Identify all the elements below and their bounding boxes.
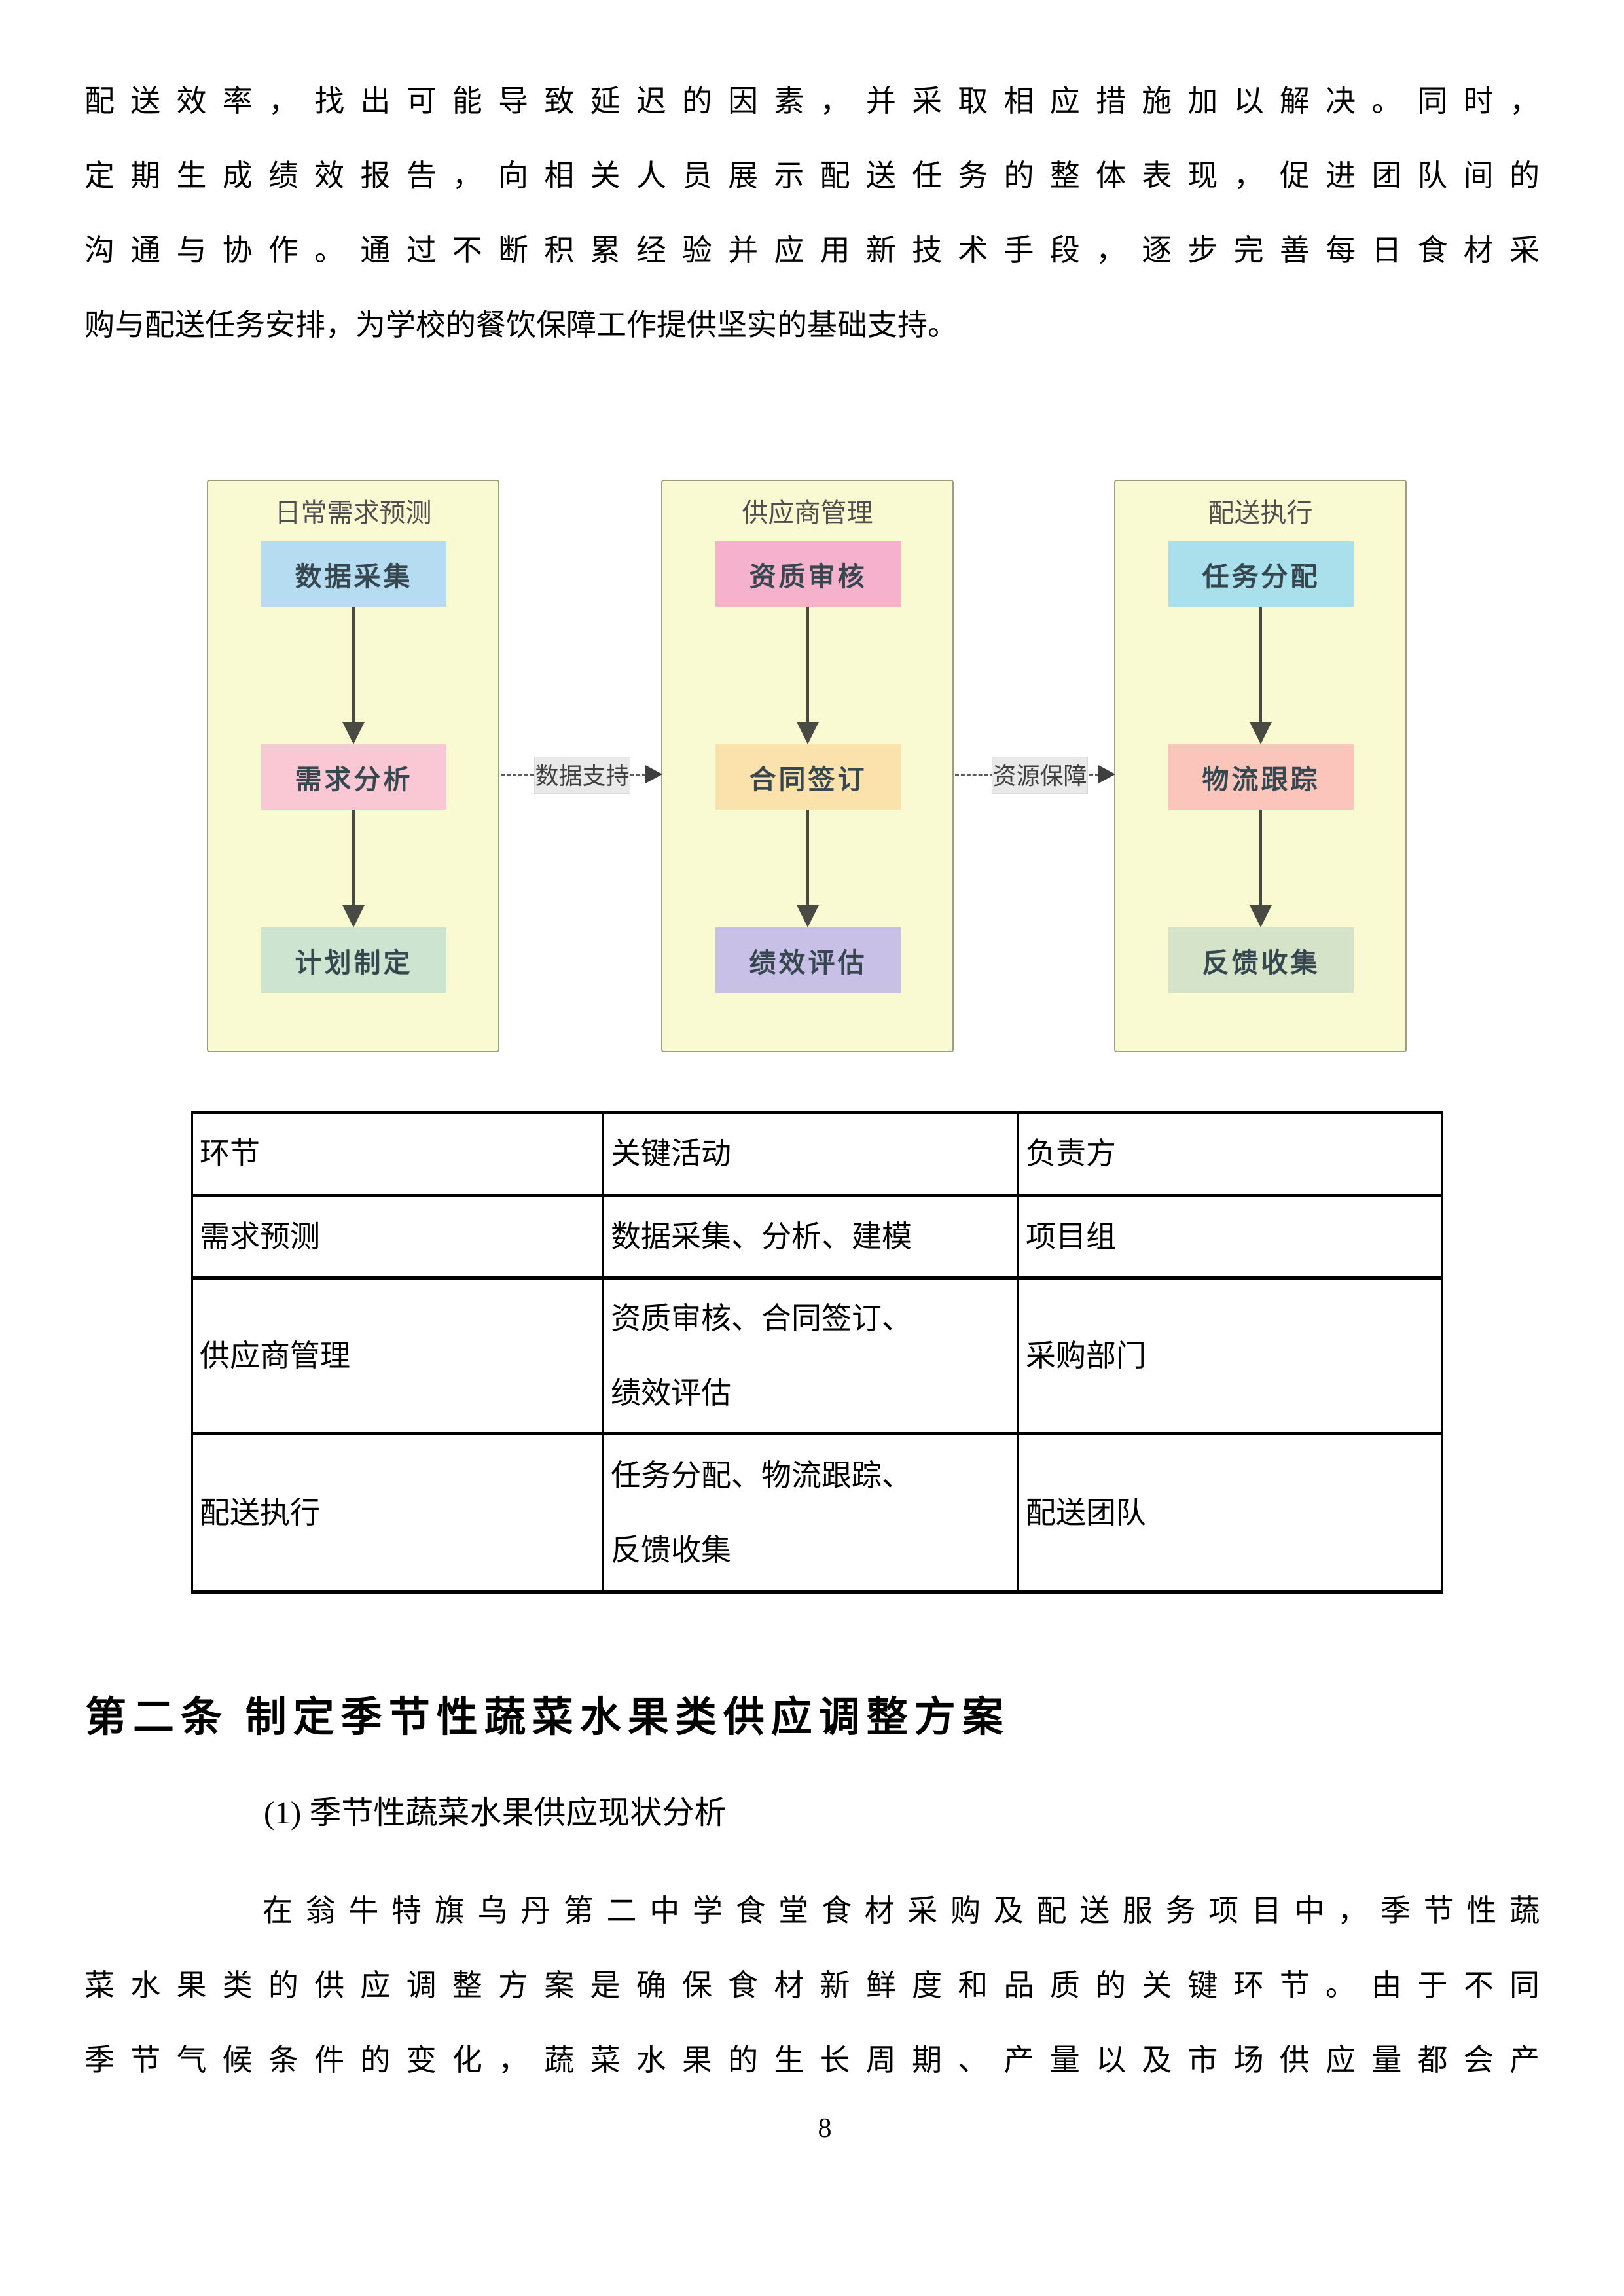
panel-title: 配送执行 bbox=[1208, 499, 1313, 528]
panel-title: 日常需求预测 bbox=[274, 499, 432, 528]
flow-box-feedback-collection: 反馈收集 bbox=[1168, 927, 1354, 993]
cell-stage: 供应商管理 bbox=[191, 1276, 604, 1435]
table-row: 配送执行 任务分配、物流跟踪、 反馈收集 配送团队 bbox=[191, 1432, 1443, 1594]
paragraph-line: 配送效率，找出可能导致延迟的因素，并采取相应措施加以解决。同时， bbox=[84, 84, 1540, 118]
down-arrow-line bbox=[806, 607, 809, 722]
cell-line: 反馈收集 bbox=[611, 1533, 731, 1567]
cell-activities: 任务分配、物流跟踪、 反馈收集 bbox=[602, 1432, 1019, 1594]
paragraph-line: 在翁牛特旗乌丹第二中学食堂食材采购及配送服务项目中，季节性蔬 bbox=[262, 1894, 1540, 1928]
panel-delivery-execution: 配送执行 任务分配 物流跟踪 反馈收集 bbox=[1114, 480, 1407, 1052]
column-header-stage: 环节 bbox=[191, 1111, 604, 1197]
paragraph-line: 沟通与协作。通过不断积累经验并应用新技术手段，逐步完善每日食材采 bbox=[84, 234, 1540, 267]
cell-stage: 配送执行 bbox=[191, 1432, 604, 1594]
paragraph-line: 季节气候条件的变化，蔬菜水果的生长周期、产量以及市场供应量都会产 bbox=[84, 2043, 1540, 2077]
cell-stage: 需求预测 bbox=[191, 1194, 604, 1280]
flow-box-demand-analysis: 需求分析 bbox=[261, 744, 446, 810]
cell-line: 资质审核、合同签订、 bbox=[611, 1301, 912, 1335]
down-arrow-line bbox=[1259, 810, 1262, 905]
flow-box-task-assignment: 任务分配 bbox=[1168, 541, 1354, 607]
cell-line: 绩效评估 bbox=[611, 1376, 731, 1410]
page-number: 8 bbox=[818, 2113, 832, 2144]
paragraph-line: 购与配送任务安排，为学校的餐饮保障工作提供坚实的基础支持。 bbox=[84, 308, 958, 342]
flow-box-qualification-review: 资质审核 bbox=[715, 541, 901, 607]
table-row: 需求预测 数据采集、分析、建模 项目组 bbox=[191, 1194, 1443, 1280]
cell-owner: 配送团队 bbox=[1017, 1432, 1443, 1594]
down-arrow-line bbox=[352, 607, 355, 722]
down-arrow-line bbox=[352, 810, 355, 905]
flow-box-logistics-tracking: 物流跟踪 bbox=[1168, 744, 1354, 810]
right-arrow-head-icon bbox=[1098, 765, 1115, 783]
flow-box-contract-signing: 合同签订 bbox=[715, 744, 901, 810]
cell-activities: 资质审核、合同签订、 绩效评估 bbox=[602, 1276, 1019, 1435]
column-header-owner: 负责方 bbox=[1017, 1111, 1443, 1197]
panel-title: 供应商管理 bbox=[742, 499, 873, 528]
connector-label-resource-guarantee: 资源保障 bbox=[992, 757, 1088, 794]
cell-activities: 数据采集、分析、建模 bbox=[602, 1194, 1019, 1280]
flow-box-plan-making: 计划制定 bbox=[261, 927, 446, 993]
connector-label-data-support: 数据支持 bbox=[534, 757, 630, 794]
down-arrow-head-icon bbox=[342, 905, 365, 927]
cell-owner: 项目组 bbox=[1017, 1194, 1443, 1280]
paragraph-1: 配送效率，找出可能导致延迟的因素，并采取相应措施加以解决。同时， 定期生成绩效报… bbox=[84, 64, 1540, 363]
down-arrow-head-icon bbox=[797, 905, 819, 927]
down-arrow-head-icon bbox=[342, 722, 365, 744]
right-arrow-head-icon bbox=[645, 765, 662, 783]
down-arrow-head-icon bbox=[1250, 905, 1272, 927]
sub-heading: (1) 季节性蔬菜水果供应现状分析 bbox=[264, 1795, 727, 1831]
paragraph-line: 菜水果类的供应调整方案是确保食材新鲜度和品质的关键环节。由于不同 bbox=[84, 1969, 1540, 2002]
down-arrow-line bbox=[806, 810, 809, 905]
down-arrow-head-icon bbox=[1250, 722, 1272, 744]
panel-daily-demand-forecast: 日常需求预测 数据采集 需求分析 计划制定 bbox=[207, 480, 499, 1052]
flow-box-data-collection: 数据采集 bbox=[261, 541, 446, 607]
down-arrow-head-icon bbox=[797, 722, 819, 744]
table-header-row: 环节 关键活动 负责方 bbox=[191, 1111, 1443, 1197]
panel-supplier-management: 供应商管理 资质审核 合同签订 绩效评估 bbox=[661, 480, 954, 1052]
process-summary-table: 环节 关键活动 负责方 需求预测 数据采集、分析、建模 项目组 供应商管理 资质… bbox=[191, 1111, 1443, 1594]
column-header-key-activities: 关键活动 bbox=[602, 1111, 1019, 1197]
flow-box-performance-evaluation: 绩效评估 bbox=[715, 927, 901, 993]
cell-line: 数据采集、分析、建模 bbox=[611, 1219, 912, 1253]
table-row: 供应商管理 资质审核、合同签订、 绩效评估 采购部门 bbox=[191, 1276, 1443, 1435]
down-arrow-line bbox=[1259, 607, 1262, 722]
cell-line: 任务分配、物流跟踪、 bbox=[611, 1458, 912, 1492]
paragraph-2: 在翁牛特旗乌丹第二中学食堂食材采购及配送服务项目中，季节性蔬 菜水果类的供应调整… bbox=[84, 1874, 1540, 2098]
process-flow-diagram: 日常需求预测 数据采集 需求分析 计划制定 供应商管理 资质审核 合同签订 绩效… bbox=[0, 480, 1624, 1055]
paragraph-line: 定期生成绩效报告，向相关人员展示配送任务的整体表现，促进团队间的 bbox=[84, 159, 1540, 192]
section-heading: 第二条 制定季节性蔬菜水果类供应调整方案 bbox=[85, 1695, 1010, 1740]
cell-owner: 采购部门 bbox=[1017, 1276, 1443, 1435]
